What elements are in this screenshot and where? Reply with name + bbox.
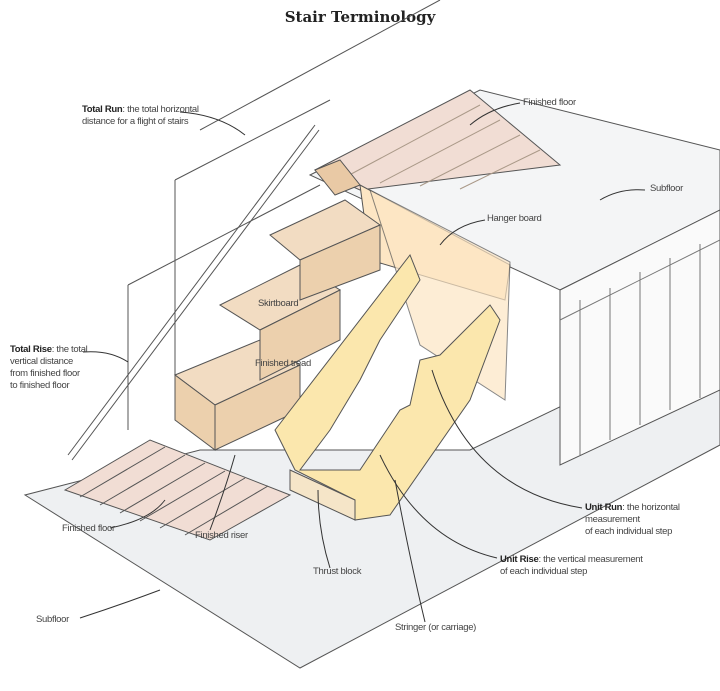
total-rise-term: Total Rise bbox=[10, 344, 52, 355]
unit-run-desc2: of each individual step bbox=[585, 526, 673, 537]
diagram-title: Stair Terminology bbox=[284, 8, 436, 26]
total-rise-desc2: vertical distance bbox=[10, 356, 74, 367]
subfloor-bottom-label: Subfloor bbox=[36, 614, 69, 625]
subfloor-top-label: Subfloor bbox=[650, 183, 683, 194]
total-run-term: Total Run bbox=[82, 104, 123, 115]
finished-floor-bottom-label: Finished floor bbox=[62, 523, 115, 534]
unit-rise-desc2: of each individual step bbox=[500, 566, 588, 577]
stringer bbox=[274, 254, 501, 521]
total-run-label: Total Run: the total horizontal distance… bbox=[82, 104, 199, 128]
total-run-desc: : the total horizontal bbox=[122, 104, 199, 115]
unit-run-term: Unit Run bbox=[585, 502, 623, 513]
total-rise-label: Total Rise: the total vertical distance … bbox=[10, 344, 88, 392]
unit-run-desc: : the horizontal measurement bbox=[585, 502, 680, 525]
total-rise-desc3: from finished floor bbox=[10, 368, 80, 379]
skirtboard-label: Skirtboard bbox=[258, 298, 299, 309]
total-rise-desc: : the total bbox=[51, 344, 88, 355]
unit-run-label: Unit Run: the horizontal measurement of … bbox=[585, 502, 720, 538]
thrust-block bbox=[289, 469, 356, 521]
finished-floor-top-label: Finished floor bbox=[523, 97, 576, 108]
finished-floor-bottom-boards bbox=[63, 439, 292, 541]
unit-rise-desc: : the vertical measurement bbox=[538, 554, 643, 565]
stringer-label: Stringer (or carriage) bbox=[395, 622, 477, 633]
total-run-desc2: distance for a flight of stairs bbox=[82, 116, 189, 127]
total-rise-desc4: to finished floor bbox=[10, 380, 70, 391]
finished-tread-label: Finished tread bbox=[255, 358, 312, 369]
thrust-block-label: Thrust block bbox=[313, 566, 362, 577]
finished-riser-label: Finished riser bbox=[195, 530, 248, 541]
unit-rise-term: Unit Rise bbox=[500, 554, 539, 565]
hanger-board-label: Hanger board bbox=[487, 213, 542, 224]
unit-rise-label: Unit Rise: the vertical measurement of e… bbox=[500, 554, 643, 578]
stair-steps bbox=[173, 159, 382, 451]
